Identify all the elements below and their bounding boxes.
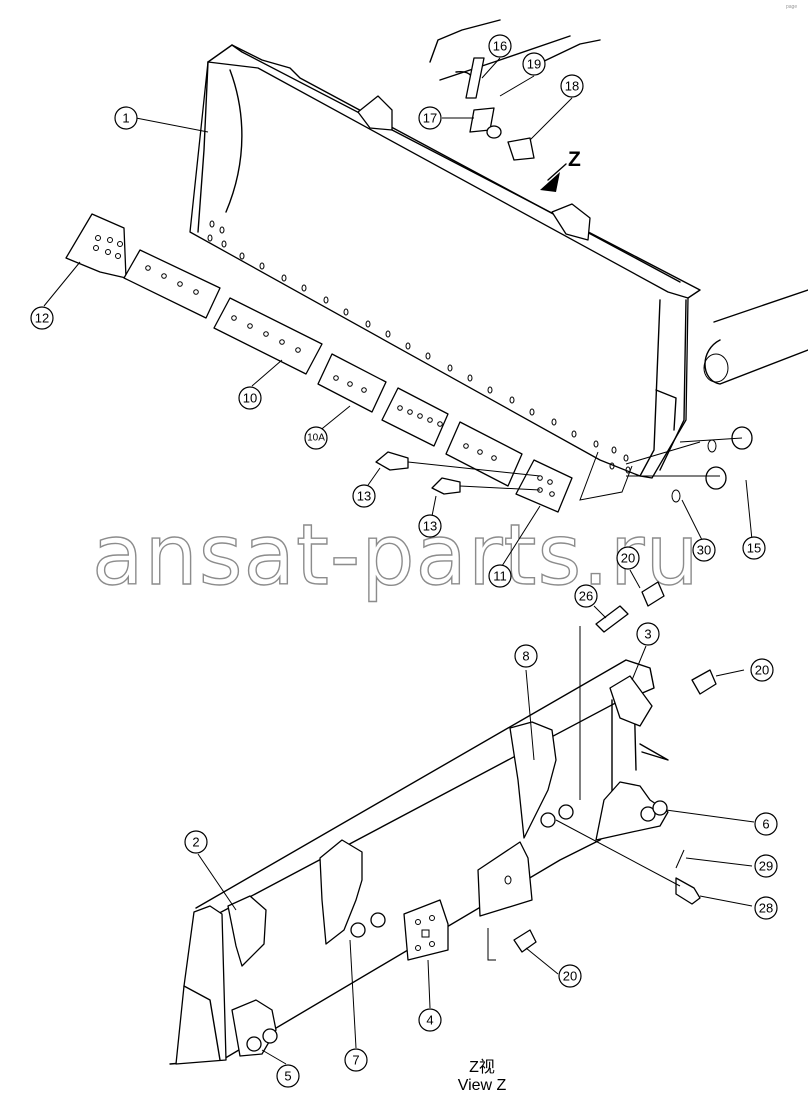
callout-20-right: 20: [750, 658, 774, 682]
callout-19: 19: [522, 52, 546, 76]
svg-text:30: 30: [697, 543, 711, 558]
svg-text:28: 28: [759, 901, 773, 916]
svg-text:17: 17: [423, 111, 437, 126]
svg-text:16: 16: [493, 39, 507, 54]
view-arrow-label: Z: [568, 148, 581, 171]
callout-7: 7: [344, 1048, 368, 1072]
callout-10a: 10A: [304, 426, 328, 450]
cutting-edges: [65, 213, 753, 513]
callout-8: 8: [514, 644, 538, 668]
blade-bolt-holes: [207, 220, 631, 474]
callout-5: 5: [276, 1064, 300, 1088]
callouts: [43, 57, 755, 1065]
svg-text:18: 18: [565, 79, 579, 94]
svg-text:20: 20: [621, 551, 635, 566]
blade-front-view: [189, 19, 808, 479]
callout-16: 16: [488, 34, 512, 58]
svg-text:10: 10: [243, 391, 257, 406]
svg-text:2: 2: [192, 835, 199, 850]
callout-11: 11: [488, 564, 512, 588]
view-caption-cn: Z视: [469, 1058, 495, 1076]
svg-text:7: 7: [352, 1053, 359, 1068]
callout-1: 1: [114, 106, 138, 130]
svg-text:13: 13: [357, 489, 371, 504]
svg-text:26: 26: [579, 589, 593, 604]
svg-text:29: 29: [759, 859, 773, 874]
svg-text:12: 12: [35, 311, 49, 326]
callout-10: 10: [238, 386, 262, 410]
svg-text:10A: 10A: [307, 433, 325, 444]
svg-text:13: 13: [423, 519, 437, 534]
svg-text:11: 11: [493, 569, 507, 584]
svg-text:19: 19: [527, 57, 541, 72]
callout-6: 6: [754, 812, 778, 836]
watermark-text: ansat-parts.ru: [92, 506, 700, 604]
callout-29: 29: [754, 854, 778, 878]
callout-26: 26: [574, 584, 598, 608]
callout-20-top: 20: [616, 546, 640, 570]
callout-28: 28: [754, 896, 778, 920]
svg-text:20: 20: [563, 969, 577, 984]
svg-text:15: 15: [747, 541, 761, 556]
callout-13-lower: 13: [418, 514, 442, 538]
callout-13-upper: 13: [352, 484, 376, 508]
svg-text:4: 4: [426, 1013, 433, 1028]
svg-text:5: 5: [284, 1069, 291, 1084]
svg-text:6: 6: [762, 817, 769, 832]
svg-text:8: 8: [522, 649, 529, 664]
svg-text:20: 20: [755, 663, 769, 678]
callout-18: 18: [560, 74, 584, 98]
callout-2: 2: [184, 830, 208, 854]
callout-17: 17: [418, 106, 442, 130]
callout-12: 12: [30, 306, 54, 330]
callout-3: 3: [636, 622, 660, 646]
callout-4: 4: [418, 1008, 442, 1032]
svg-text:3: 3: [644, 627, 651, 642]
svg-text:1: 1: [122, 111, 129, 126]
view-caption-en: View Z: [458, 1077, 507, 1094]
callout-20-bottom: 20: [558, 964, 582, 988]
corner-mark: page: [786, 4, 797, 10]
callout-30: 30: [692, 538, 716, 562]
blade-rear-view: [169, 581, 717, 1065]
callout-15: 15: [742, 536, 766, 560]
